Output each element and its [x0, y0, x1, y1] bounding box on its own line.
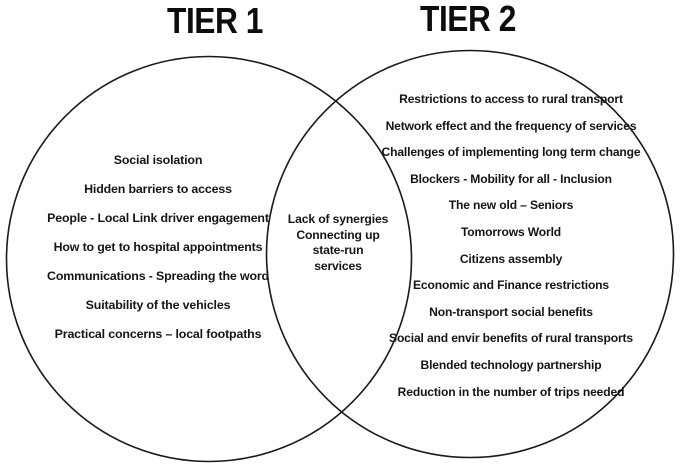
tier-2-title: TIER 2: [420, 0, 516, 39]
tier-2-item: Restrictions to access to rural transpor…: [399, 92, 623, 106]
tier-1-item: Hidden barriers to access: [84, 182, 232, 196]
tier-2-item-list: Restrictions to access to rural transpor…: [370, 86, 652, 405]
intersection-item: state-run: [312, 243, 364, 257]
left-circle-tier1: [5, 55, 413, 463]
tier-1-item: People - Local Link driver engagement: [47, 211, 269, 225]
intersection-item: Connecting up: [296, 227, 380, 242]
tier-2-item: Challenges of implementing long term cha…: [381, 145, 641, 160]
tier-2-item: Social and envir benefits of rural trans…: [389, 331, 633, 346]
tier-2-item: The new old – Seniors: [448, 198, 574, 213]
tier-1-item: Practical concerns – local footpaths: [54, 327, 262, 341]
tier-2-item: Blockers - Mobility for all - Inclusion: [410, 171, 612, 186]
intersection-item: services: [314, 258, 362, 273]
tier-2-item: Non-transport social benefits: [429, 304, 593, 319]
tier-2-item: Economic and Finance restrictions: [413, 278, 609, 293]
tier-1-title: TIER 1: [167, 0, 263, 41]
intersection-item: Lack of synergies: [287, 212, 389, 226]
tier-1-item: Social isolation: [113, 153, 203, 167]
intersection-item-list: Lack of synergies Connecting up state-ru…: [274, 212, 402, 274]
tier-1-item: Communications - Spreading the word: [47, 269, 269, 283]
tier-2-item: Tomorrows World: [460, 224, 562, 239]
tier-1-item-list: Social isolation Hidden barriers to acce…: [14, 146, 302, 349]
tier-2-item: Network effect and the frequency of serv…: [385, 118, 637, 133]
tier-1-item: Suitability of the vehicles: [85, 298, 231, 312]
tier-1-item: How to get to hospital appointments: [53, 240, 263, 254]
right-circle-tier2: [265, 49, 675, 459]
tier-2-item: Reduction in the number of trips needed: [397, 384, 625, 399]
tier-2-item: Blended technology partnership: [420, 357, 602, 372]
tier-2-item: Citizens assembly: [459, 251, 563, 266]
